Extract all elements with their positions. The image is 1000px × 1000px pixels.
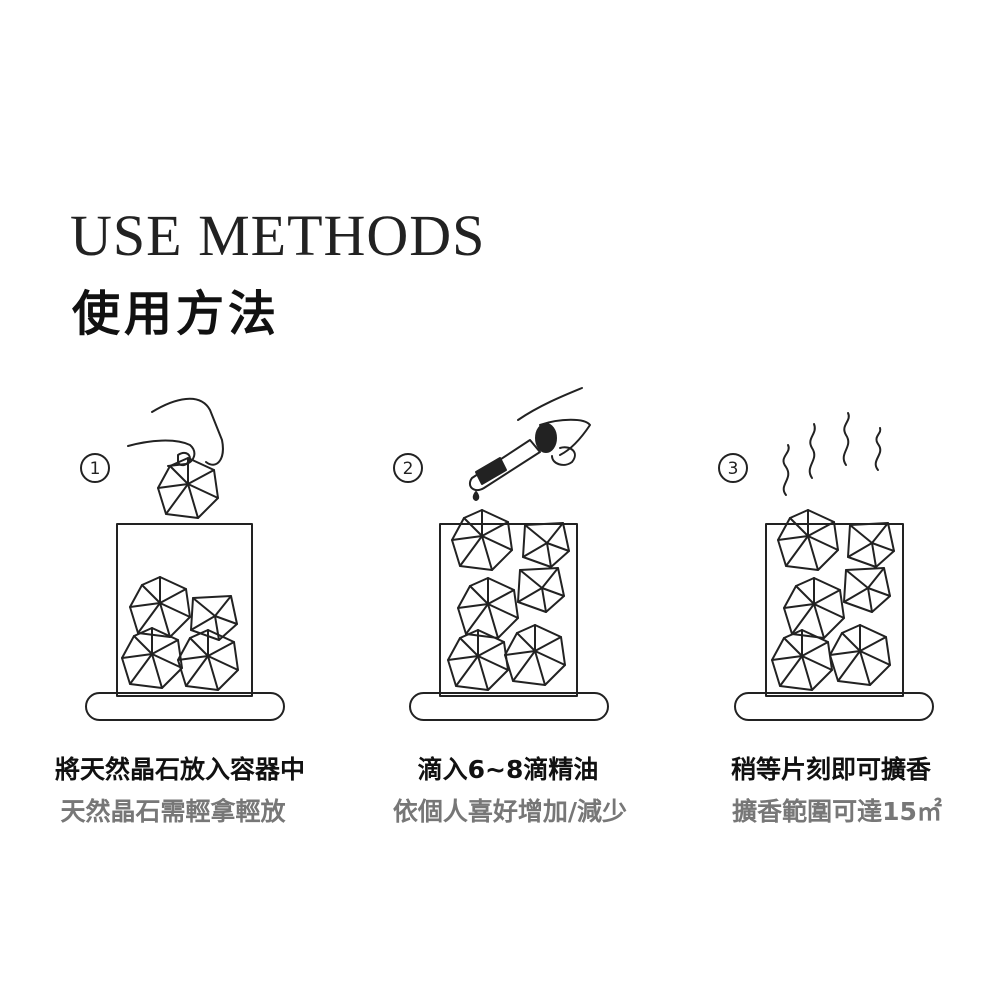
step-3-illustration bbox=[718, 412, 934, 721]
falling-crystal bbox=[157, 457, 219, 519]
step-1-caption: 將天然晶石放入容器中 bbox=[54, 755, 305, 784]
step-2-illustration bbox=[393, 387, 609, 721]
oil-drop-icon bbox=[472, 491, 480, 501]
step-3-note: 擴香範圍可達15㎡ bbox=[732, 797, 942, 826]
step-1-note: 天然晶石需輕拿輕放 bbox=[60, 797, 286, 826]
step-2-caption: 滴入6~8滴精油 bbox=[417, 755, 599, 784]
svg-text:1: 1 bbox=[90, 459, 101, 479]
base-3 bbox=[734, 692, 934, 721]
title-chinese: 使用方法 bbox=[72, 286, 281, 342]
glass-container-1 bbox=[116, 523, 253, 697]
base-2 bbox=[409, 692, 609, 721]
step-2-note: 依個人喜好增加/減少 bbox=[392, 797, 628, 826]
svg-text:2: 2 bbox=[403, 459, 414, 479]
dropper-icon bbox=[468, 439, 541, 492]
title-english: USE METHODS bbox=[70, 203, 486, 268]
step-1-number-icon bbox=[80, 453, 110, 483]
step-3-number-icon bbox=[718, 453, 748, 483]
aroma-waves-icon bbox=[782, 412, 882, 496]
step-1-illustration bbox=[80, 397, 285, 721]
step-2-number-icon bbox=[393, 453, 423, 483]
svg-text:3: 3 bbox=[728, 459, 739, 479]
hand-icon bbox=[517, 387, 591, 466]
base-1 bbox=[85, 692, 285, 721]
hand-icon bbox=[127, 397, 224, 467]
step-3-caption: 稍等片刻即可擴香 bbox=[730, 755, 931, 784]
